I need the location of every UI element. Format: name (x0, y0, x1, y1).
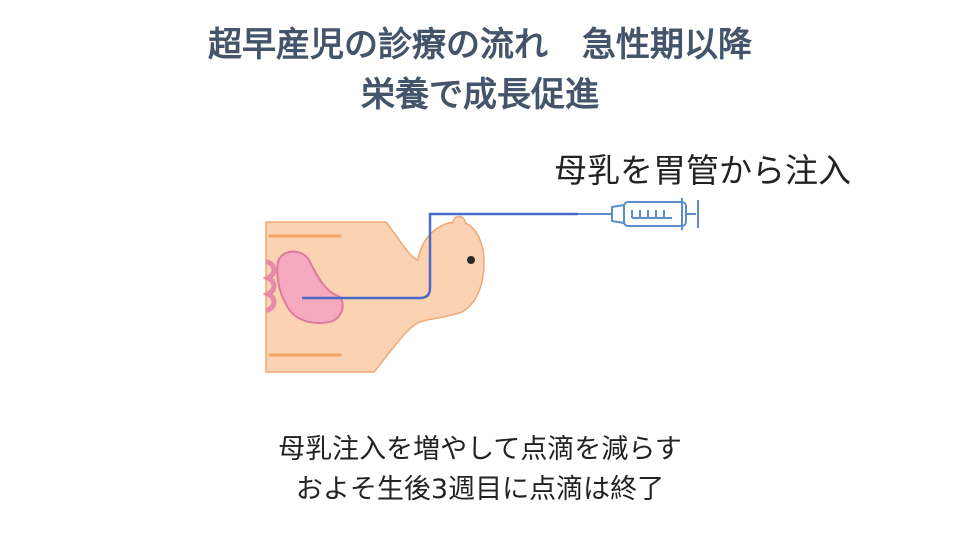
feeding-tube (302, 212, 578, 300)
title-line-2: 栄養で成長促進 (361, 75, 599, 115)
nose-bump (451, 215, 467, 225)
intestine (262, 259, 277, 313)
eye (467, 256, 475, 264)
callout-label: 母乳を胃管から注入 (554, 151, 851, 190)
baby-illustration (262, 215, 485, 373)
caption: 母乳注入を増やして点滴を減らす およそ生後3週目に点滴は終了 (0, 430, 960, 510)
stomach (276, 250, 344, 324)
syringe-icon (578, 198, 699, 230)
slide-title: 超早産児の診療の流れ 急性期以降 栄養で成長促進 (0, 20, 960, 120)
title-line-1: 超早産児の診療の流れ 急性期以降 (208, 25, 752, 65)
caption-line-2: およそ生後3週目に点滴は終了 (295, 474, 665, 505)
caption-line-1: 母乳注入を増やして点滴を減らす (278, 434, 682, 465)
